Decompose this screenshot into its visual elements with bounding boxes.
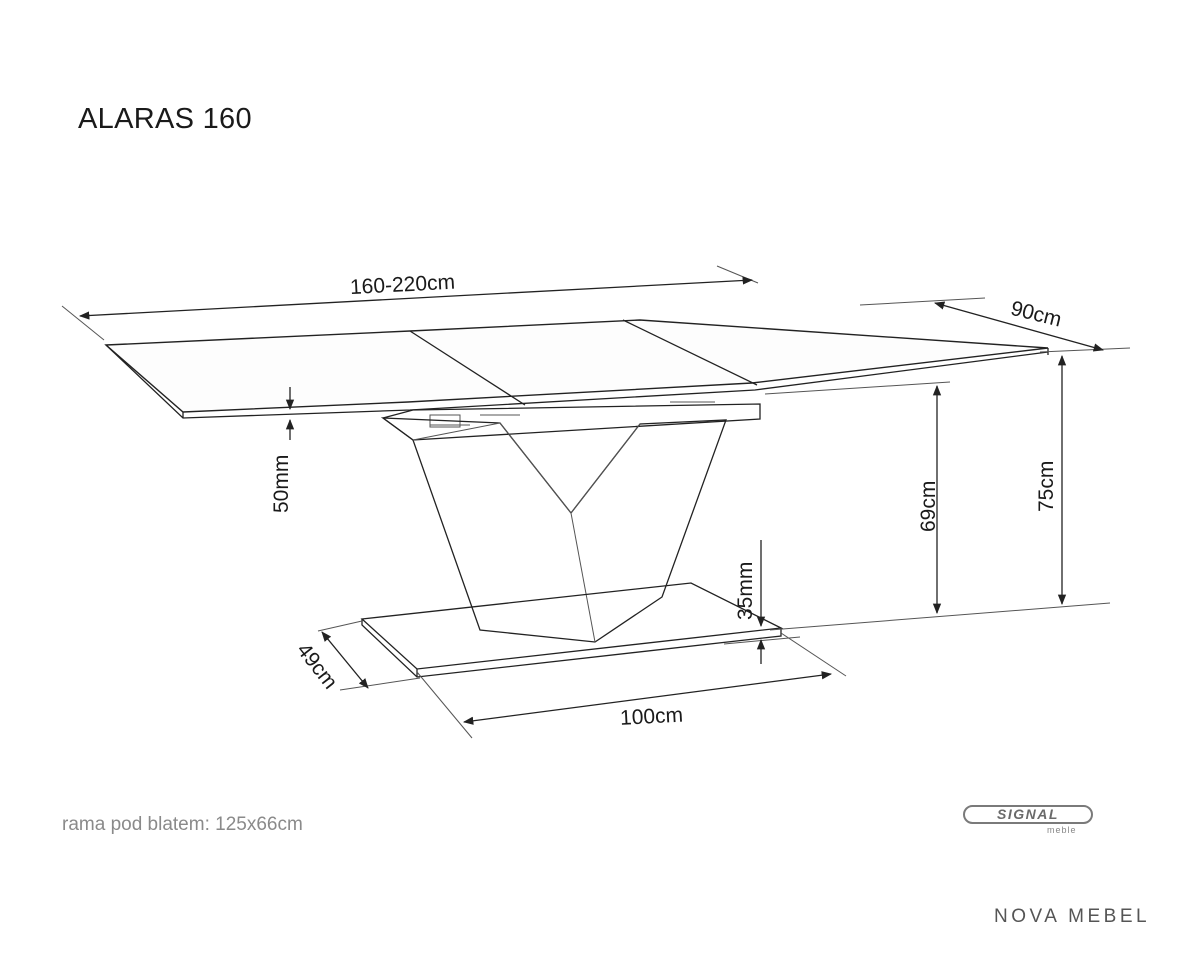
base-thickness-label: 35mm [734, 562, 757, 620]
base-length-dimension: 100cm [416, 632, 847, 739]
logo-word: SIGNAL [997, 806, 1059, 822]
product-title: ALARAS 160 [78, 103, 252, 135]
base-depth-dimension: 49cm [292, 620, 421, 694]
height-total-dimension: 75cm [769, 354, 1111, 631]
top-thickness-label: 50mm [270, 455, 293, 513]
length-dimension: 160-220cm [61, 265, 759, 341]
v-leg [380, 417, 727, 643]
top-thickness-dimension: 50mm [270, 387, 295, 513]
base-plate [360, 582, 784, 678]
base-thickness-dimension: 35mm [723, 540, 801, 664]
height-under-label: 69cm [917, 481, 940, 532]
frame-note: rama pod blatem: 125x66cm [62, 814, 303, 835]
length-label: 160-220cm [349, 271, 455, 299]
table-top [104, 319, 1049, 419]
logo-outline [963, 805, 1093, 824]
logo-subtitle: meble [1047, 825, 1077, 835]
signal-logo: SIGNAL meble [963, 805, 1095, 837]
base-length-label: 100cm [619, 704, 683, 730]
height-under-dimension: 69cm [764, 381, 951, 615]
store-name: NOVA MEBEL [994, 906, 1151, 927]
height-total-label: 75cm [1035, 461, 1058, 512]
